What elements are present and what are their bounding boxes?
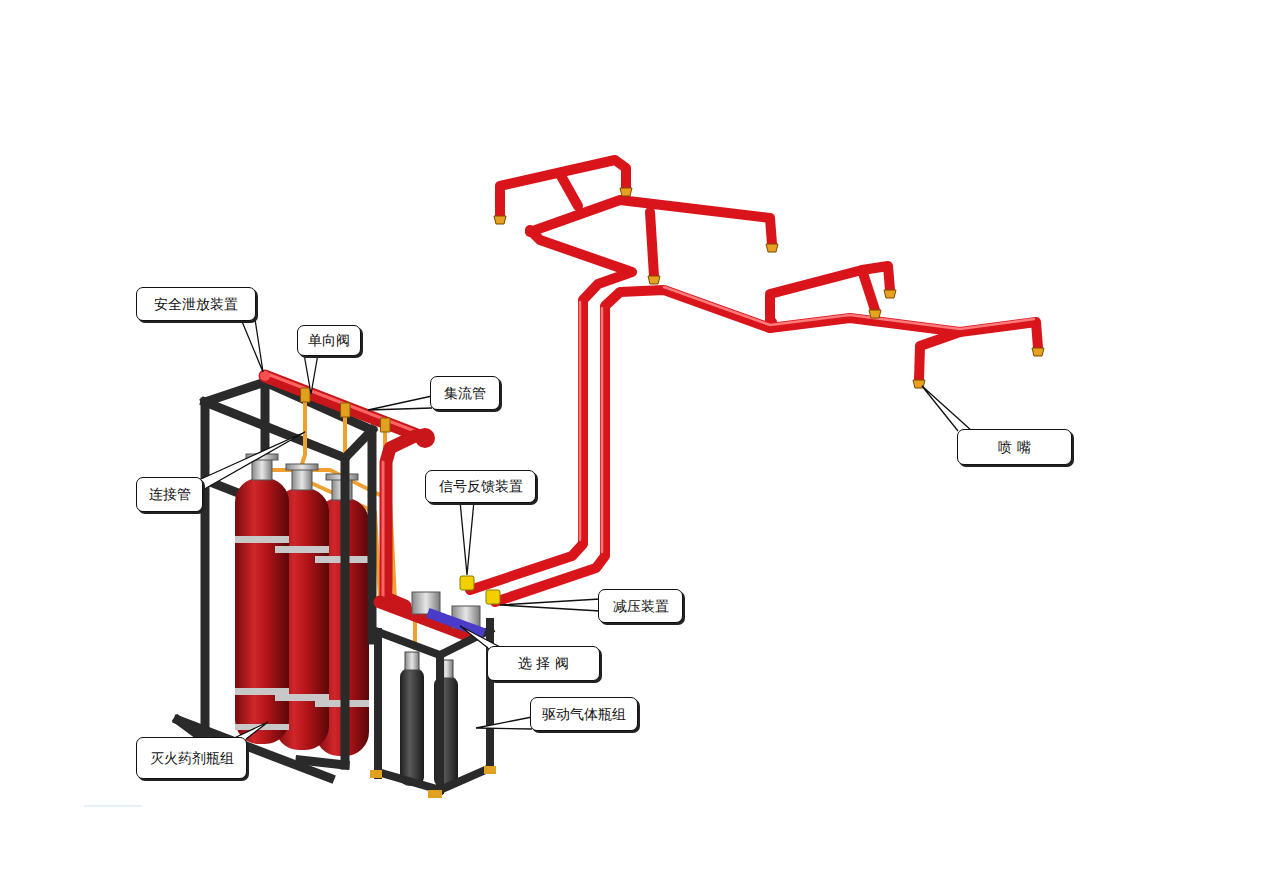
nozzle [494, 188, 1044, 388]
callout-label: 选 择 阀 [518, 655, 569, 672]
callout-box: 喷 嘴 [957, 429, 1072, 465]
distribution-pipe [470, 160, 1038, 602]
leader-line [460, 501, 474, 575]
callout-label: 连接管 [149, 486, 191, 503]
callout-label: 安全泄放装置 [154, 296, 238, 313]
callout-box: 单向阀 [297, 325, 361, 356]
callout-label: 集流管 [444, 385, 486, 402]
driving-gas-rack [370, 622, 496, 798]
callout-label: 驱动气体瓶组 [542, 706, 626, 723]
leader-line [460, 626, 502, 648]
callout-box: 集流管 [430, 376, 500, 410]
callout-label: 减压装置 [613, 598, 669, 615]
edge-mark [84, 806, 142, 807]
callout-label: 信号反馈装置 [439, 478, 523, 495]
cylinder-rack [300, 430, 372, 765]
callout-box: 连接管 [136, 477, 203, 512]
callout-box: 安全泄放装置 [136, 287, 256, 321]
callout-label: 喷 嘴 [998, 439, 1030, 456]
cylinder-rack [178, 382, 372, 778]
leader-line [922, 386, 972, 431]
signal-feedback [460, 576, 500, 604]
callout-box: 减压装置 [598, 589, 683, 623]
leader-line [368, 396, 432, 410]
leader-line [304, 354, 318, 394]
selector-valve [412, 592, 486, 638]
leader-line [500, 599, 600, 611]
callout-box: 信号反馈装置 [425, 470, 536, 503]
callout-box: 灭火药剂瓶组 [136, 737, 247, 779]
callout-label: 灭火药剂瓶组 [150, 750, 234, 767]
callout-label: 单向阀 [308, 332, 350, 349]
callout-box: 选 择 阀 [487, 646, 600, 681]
leader-line [241, 319, 263, 372]
leader-line [201, 432, 305, 491]
leader-line [476, 717, 532, 729]
callout-box: 驱动气体瓶组 [530, 697, 638, 731]
manifold-pipe [260, 371, 470, 636]
